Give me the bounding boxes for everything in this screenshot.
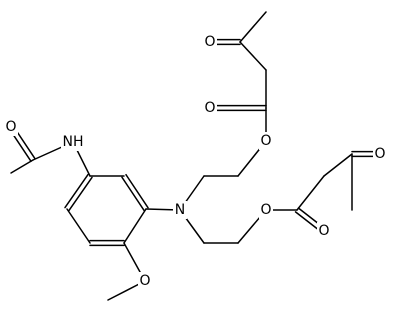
bottom-carbonyl-oxygen-atom: O	[317, 222, 331, 240]
bottom-ester-oxygen-label: O	[260, 202, 271, 218]
ring-bond-3	[123, 208, 147, 244]
methoxy-oxygen-label: O	[139, 273, 150, 289]
top-ester-oxygen-label: O	[260, 133, 271, 149]
bottom-ketone-carbon-bond	[323, 153, 353, 177]
top-ketone-oxygen-label: O	[204, 34, 215, 50]
acetyl-methyl-bond	[10, 159, 34, 174]
ring-bond-5	[66, 208, 91, 244]
methoxy-oxygen-atom: O	[138, 272, 152, 290]
ring-bond-2-a	[121, 176, 145, 212]
ring-bond-2-b	[125, 173, 149, 209]
bottom-methylene-bond	[296, 175, 325, 211]
bottom-ketone-oxygen-atom: O	[373, 145, 387, 163]
ring-bond-6-b	[64, 173, 89, 209]
top-methyl-bond	[239, 11, 267, 43]
nh-label: NH	[63, 134, 84, 150]
bond-layer	[8, 11, 381, 301]
top-ketone-oxygen-atom: O	[203, 33, 217, 51]
top-carbonyl-oxygen-atom: O	[203, 99, 217, 117]
bottom-carbonyl-oxygen-label: O	[318, 223, 329, 239]
ring-bond-6-a	[68, 176, 93, 212]
top-carbonyl-oxygen-label: O	[204, 100, 215, 116]
bottom-ester-oxygen-atom: O	[259, 201, 273, 219]
amine-nitrogen-atom: N	[173, 201, 187, 219]
top-ketone-carbon-bond	[239, 41, 267, 71]
top-ester-oxygen-atom: O	[259, 132, 273, 150]
acetamide-oxygen-atom: O	[4, 118, 18, 136]
atom-label-layer: NH O N O O O O	[4, 33, 387, 290]
bottom-ketone-oxygen-label: O	[374, 146, 385, 162]
amine-nitrogen-label: N	[175, 202, 185, 218]
acetamide-oxygen-label: O	[5, 119, 16, 135]
nh-atom: NH	[61, 133, 85, 151]
